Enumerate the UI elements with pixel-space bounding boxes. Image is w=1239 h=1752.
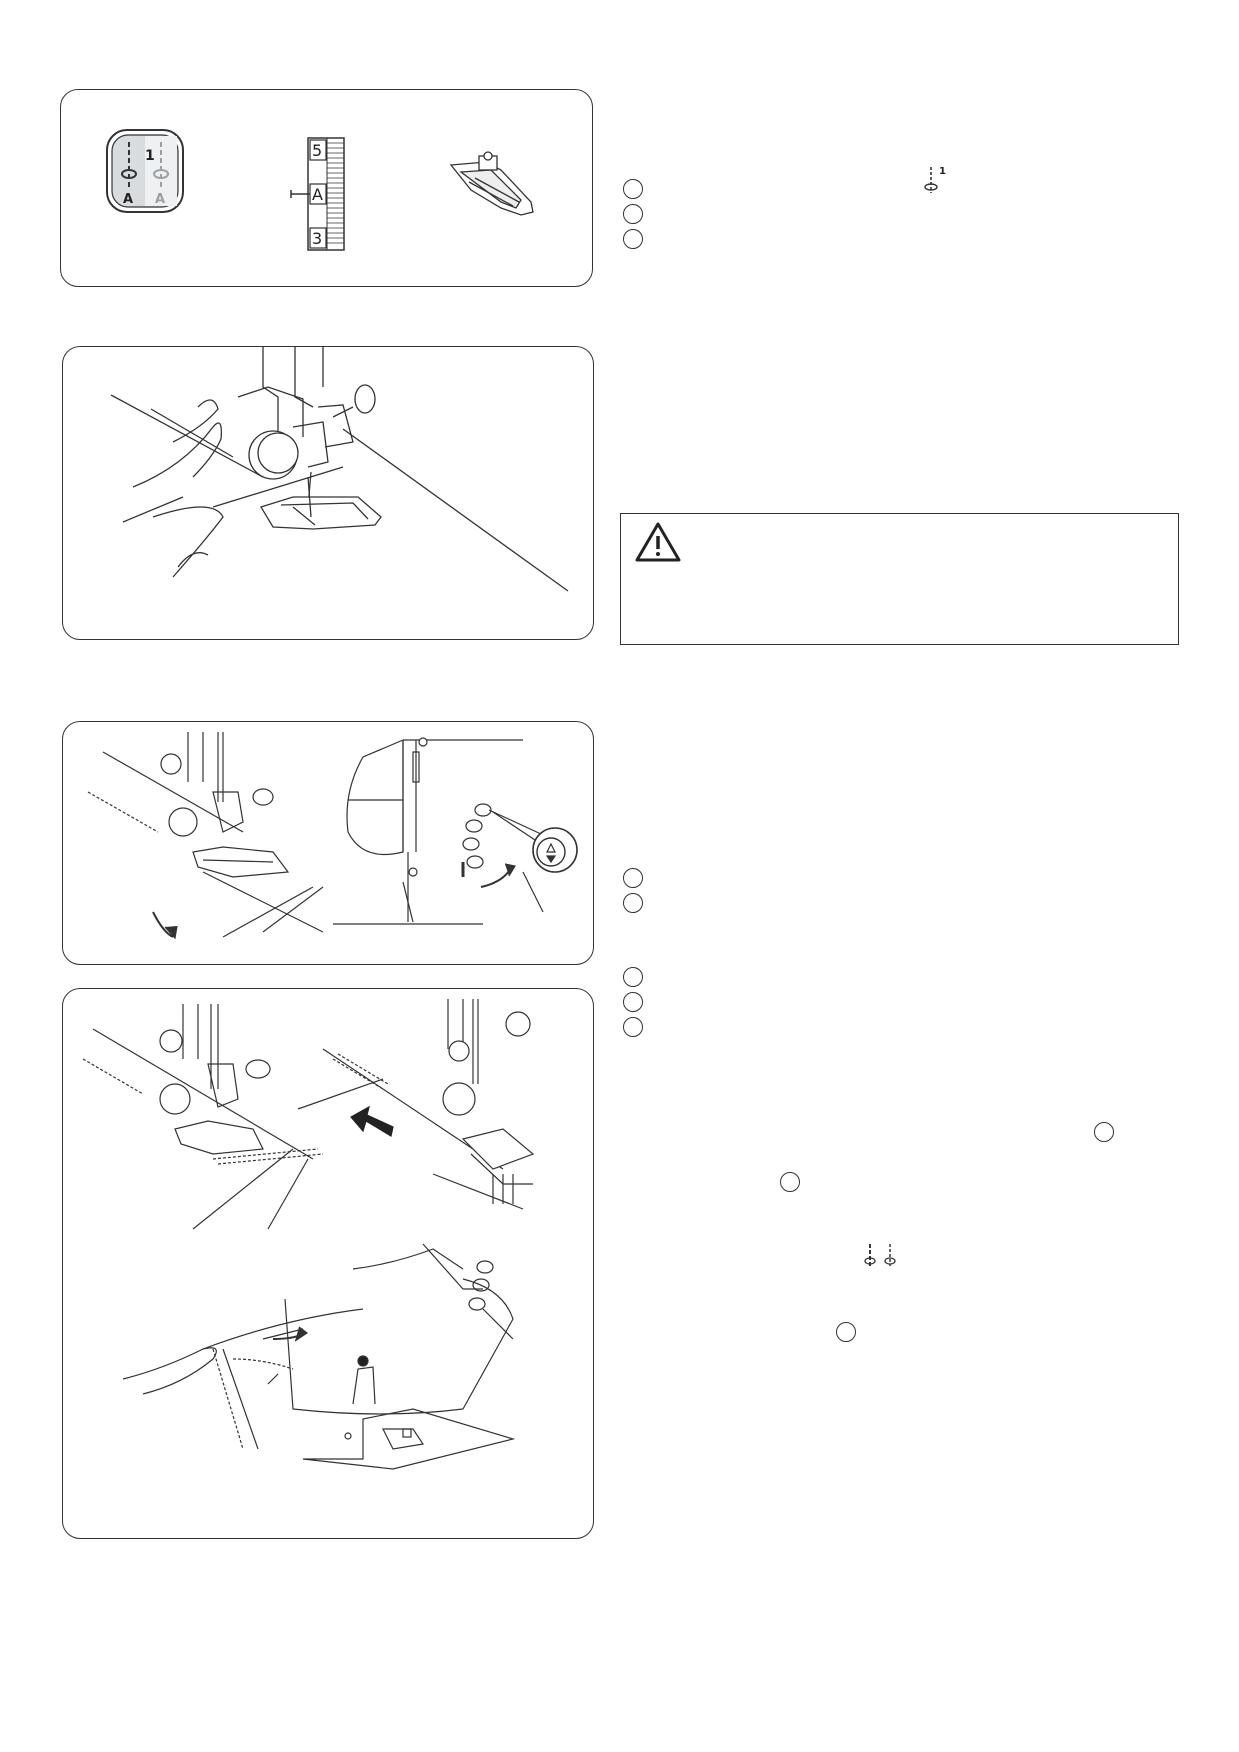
- lock-stitch-icons: [858, 1240, 908, 1276]
- inline-callout-circle-b: [780, 1172, 800, 1192]
- presser-foot-icon: [449, 151, 534, 216]
- callout-circle-2: [623, 204, 643, 224]
- pattern-button-icon: 1 A A: [106, 129, 184, 213]
- callout-circle-1: [623, 179, 643, 199]
- tension-dial-icon: 5 A 3: [290, 137, 345, 251]
- callout-circle-4: [623, 868, 643, 888]
- settings-panel: 1 A A: [60, 89, 593, 287]
- warning-box: [620, 513, 1179, 645]
- callout-circle-8: [623, 1017, 643, 1037]
- sewing-start-illustration: [110, 347, 569, 592]
- dial-number-5: 5: [312, 141, 322, 160]
- callout-circle-6: [623, 967, 643, 987]
- warning-triangle-icon: [635, 522, 681, 562]
- inline-callout-circle-a: [1094, 1122, 1114, 1142]
- dial-label-a: A: [312, 185, 323, 204]
- callout-circle-5: [623, 893, 643, 913]
- legend-stitch-number: 1: [939, 166, 946, 177]
- callout-circle-3: [623, 229, 643, 249]
- reverse-stitch-illustration: [87, 732, 578, 940]
- pattern-label-a: A: [123, 192, 133, 207]
- straight-stitch-icon: 1: [918, 163, 954, 201]
- reverse-stitch-panel: [62, 721, 594, 965]
- settings-illustration: 1 A A: [106, 129, 534, 251]
- inline-callout-circle-c: [836, 1322, 856, 1342]
- pattern-label-a-faint: A: [155, 192, 165, 207]
- callout-circle-7: [623, 992, 643, 1012]
- sewing-start-panel: [62, 346, 594, 640]
- dial-number-3: 3: [312, 229, 322, 248]
- finishing-illustration: [82, 999, 535, 1470]
- finishing-panel: [62, 988, 594, 1539]
- pattern-number: 1: [145, 148, 155, 164]
